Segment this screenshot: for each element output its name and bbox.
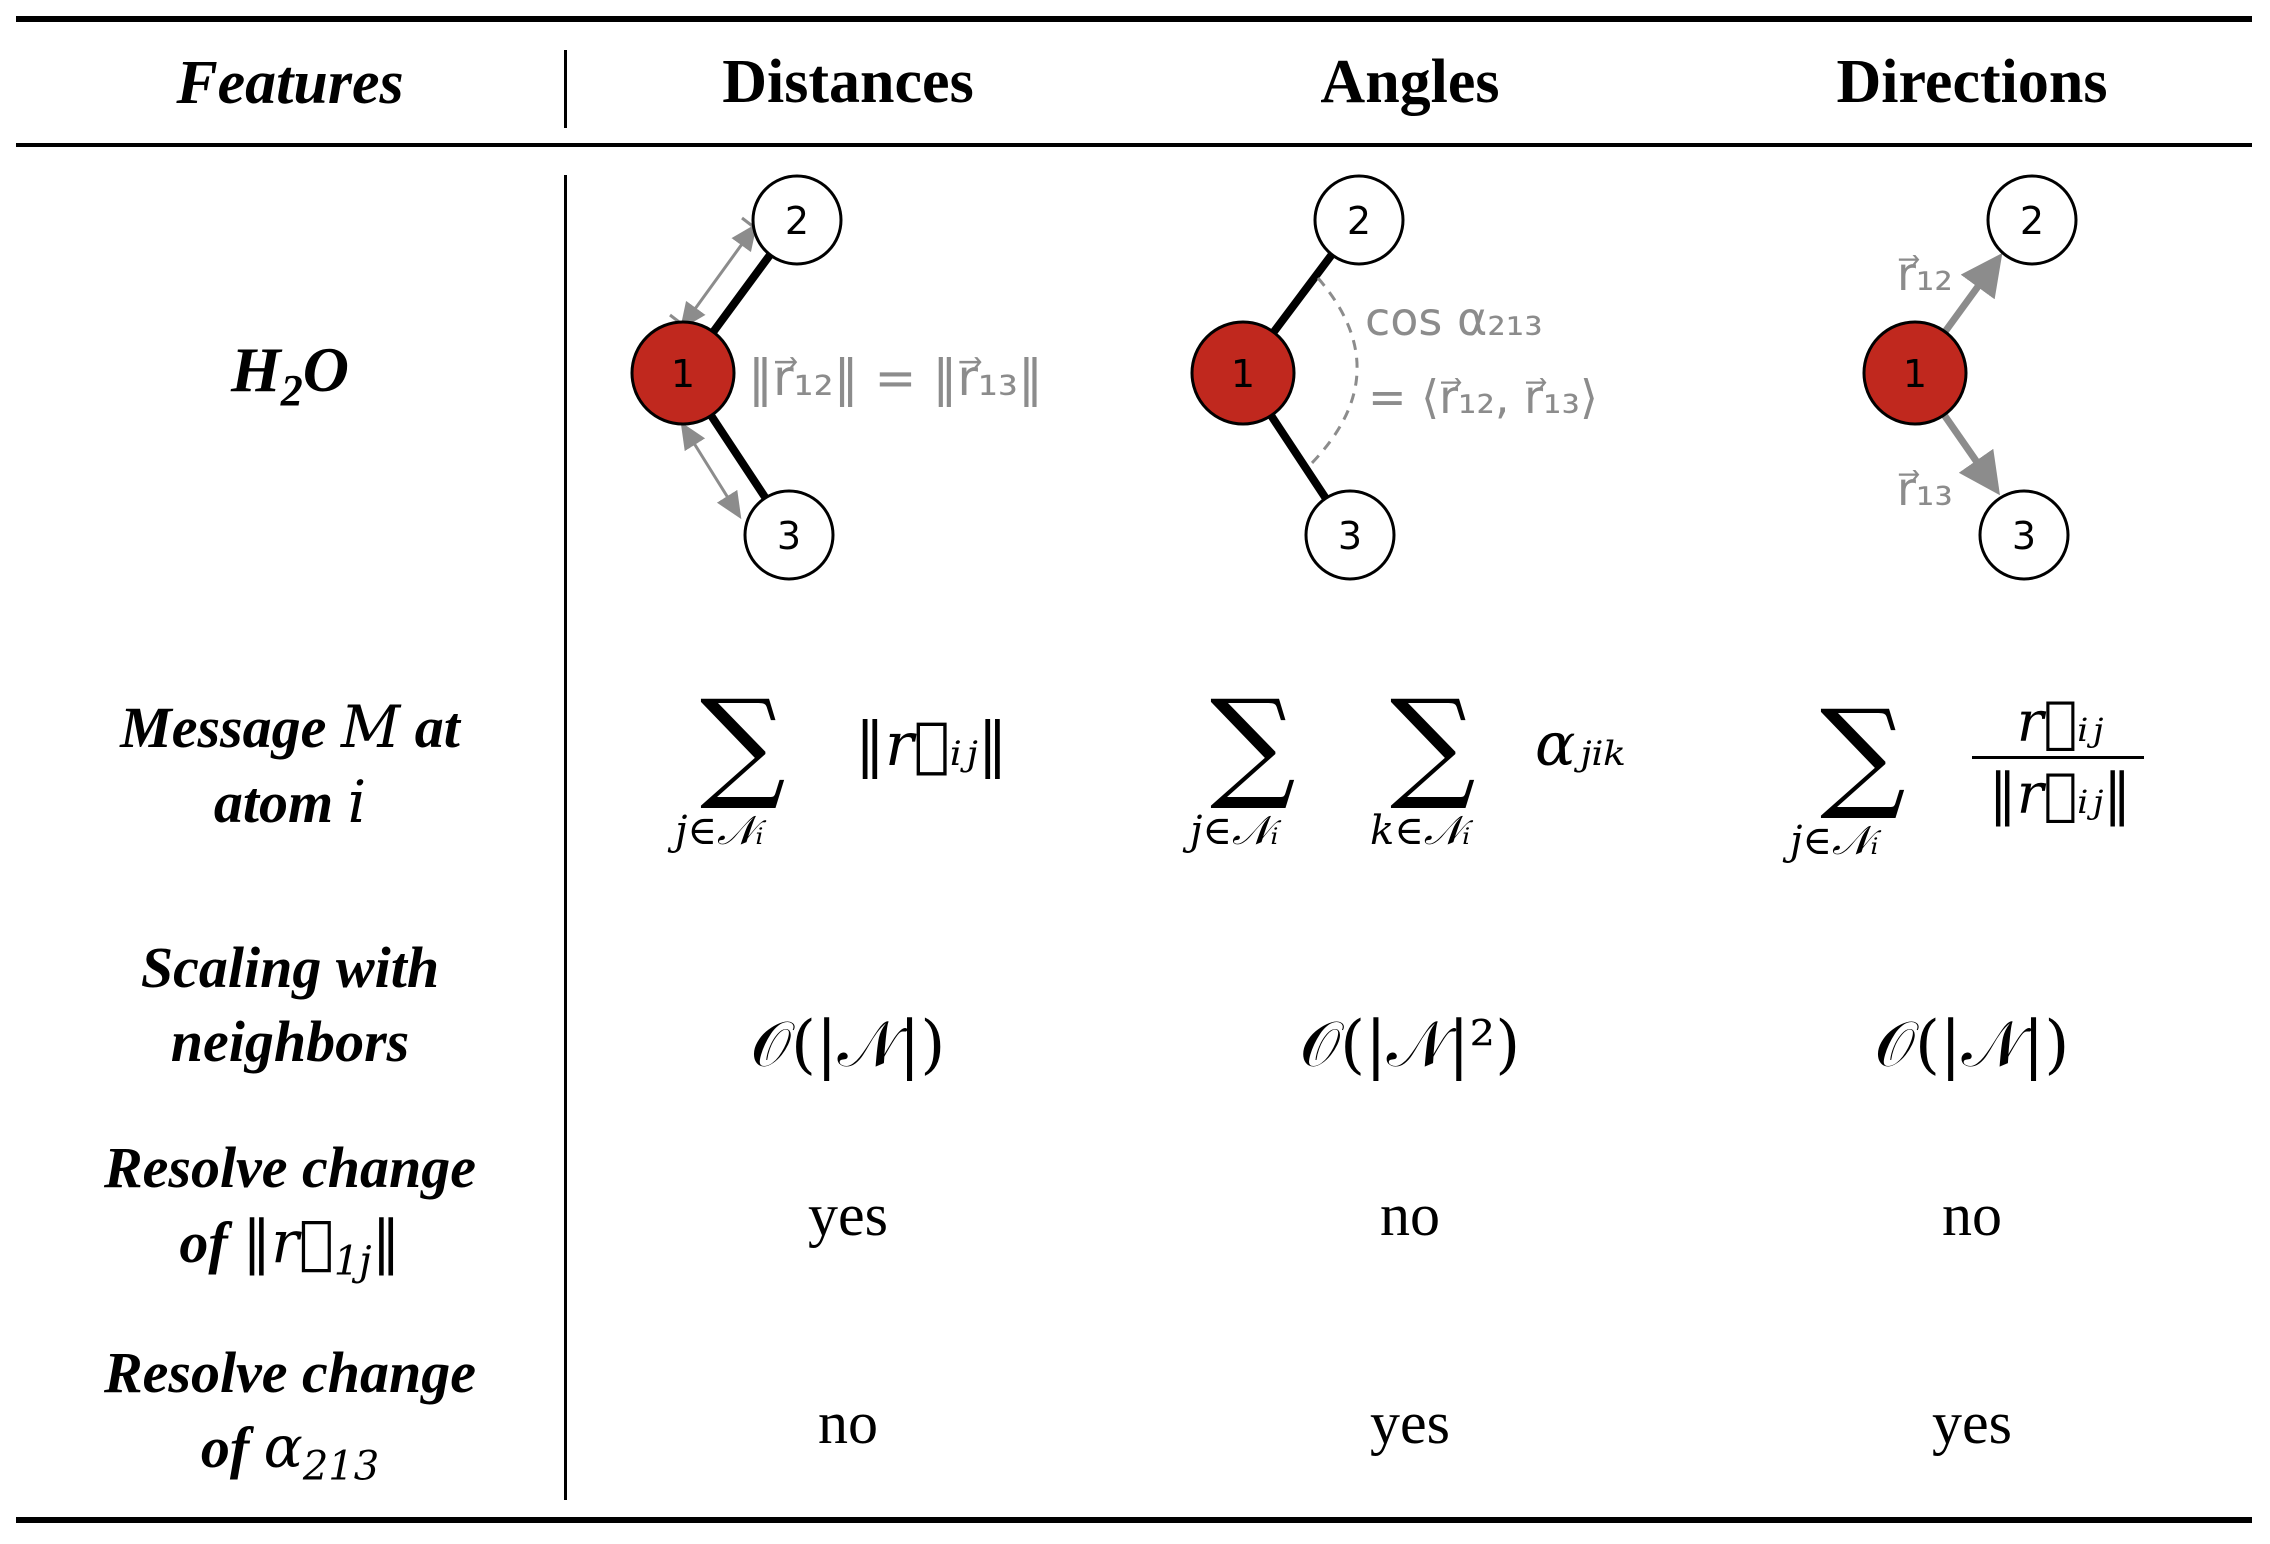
scaling-directions: 𝒪(|𝒩|) (1874, 1008, 2070, 1082)
header-features: Features (176, 48, 404, 117)
distance-arrow-13 (680, 421, 742, 520)
scaling-angles: 𝒪(|𝒩|²) (1299, 1008, 1521, 1082)
angles-diagram: 1 2 3 cos α₂₁₃ = ⟨r⃗₁₂, r⃗₁₃⟩ (1190, 174, 1598, 581)
svg-text:1: 1 (1903, 352, 1927, 396)
svg-text:2: 2 (785, 199, 809, 243)
row-label-scaling: Scaling with neighbors (140, 935, 440, 1074)
atom-2-directions (1986, 174, 2078, 266)
angle-arc (1308, 277, 1359, 467)
header-directions: Directions (1836, 48, 2108, 116)
angle-inner-product-label: = ⟨r⃗₁₂, r⃗₁₃⟩ (1368, 370, 1598, 424)
resolve-distance-angles: no (1380, 1181, 1440, 1248)
row-label-resolve-distance: Resolve change of ‖r⃗1j‖ (103, 1135, 477, 1285)
row-label-h2o: H2O (231, 333, 349, 415)
atom-3-angles (1304, 489, 1396, 581)
atom-3-distances (743, 489, 835, 581)
resolve-angle-directions: yes (1932, 1389, 2012, 1456)
distance-equality-label: ‖r⃗₁₂‖ = ‖r⃗₁₃‖ (748, 349, 1043, 407)
directions-diagram: 1 2 3 r⃗₁₂ r⃗₁₃ (1862, 174, 2078, 581)
header-rule (16, 143, 2252, 147)
resolve-angle-angles: yes (1370, 1389, 1450, 1456)
svg-text:1: 1 (1231, 352, 1255, 396)
bottom-rule (16, 1517, 2252, 1523)
svg-text:3: 3 (2012, 514, 2036, 558)
top-rule (16, 16, 2252, 22)
svg-text:1: 1 (671, 352, 695, 396)
resolve-distance-distances: yes (808, 1181, 888, 1248)
atom-1-directions (1862, 320, 1968, 426)
header-divider (564, 50, 567, 128)
direction-label-13: r⃗₁₃ (1897, 462, 1953, 516)
atom-2-angles (1313, 174, 1405, 266)
atom-1-distances (630, 320, 736, 426)
scaling-distances: 𝒪(|𝒩|) (750, 1008, 946, 1082)
atom-3-directions (1978, 489, 2070, 581)
message-formula-directions: ∑ j∈𝒩ᵢ r⃗ᵢⱼ ‖r⃗ᵢⱼ‖ (1780, 690, 2180, 880)
resolve-distance-directions: no (1942, 1181, 2002, 1248)
header-angles: Angles (1320, 48, 1500, 116)
header-distances: Distances (722, 48, 974, 116)
distances-diagram: 1 2 3 ‖r⃗₁₂‖ = ‖r⃗₁₃‖ (630, 174, 1043, 581)
svg-text:3: 3 (777, 514, 801, 558)
svg-text:3: 3 (1338, 514, 1362, 558)
row-label-message: Message M at atom i (120, 693, 460, 836)
message-formula-angles: ∑ j∈𝒩ᵢ ∑ k∈𝒩ᵢ αⱼᵢₖ (1190, 675, 1626, 855)
direction-label-12: r⃗₁₂ (1897, 247, 1953, 301)
atom-1-angles (1190, 320, 1296, 426)
row-label-resolve-angle: Resolve change of α213 (103, 1340, 477, 1490)
svg-text:2: 2 (2020, 199, 2044, 243)
body-divider (564, 175, 567, 1500)
angle-cos-label: cos α₂₁₃ (1365, 292, 1543, 346)
svg-text:2: 2 (1347, 199, 1371, 243)
molecule-diagrams: 1 2 3 ‖r⃗₁₂‖ = ‖r⃗₁₃‖ 1 2 3 cos α₂₁₃ = ⟨… (630, 174, 2078, 581)
atom-2-distances (751, 174, 843, 266)
resolve-angle-distances: no (818, 1389, 878, 1456)
message-formula-distances: ∑ j∈𝒩ᵢ ‖r⃗ᵢⱼ‖ (675, 675, 1008, 855)
distance-arrow-12 (679, 223, 758, 330)
